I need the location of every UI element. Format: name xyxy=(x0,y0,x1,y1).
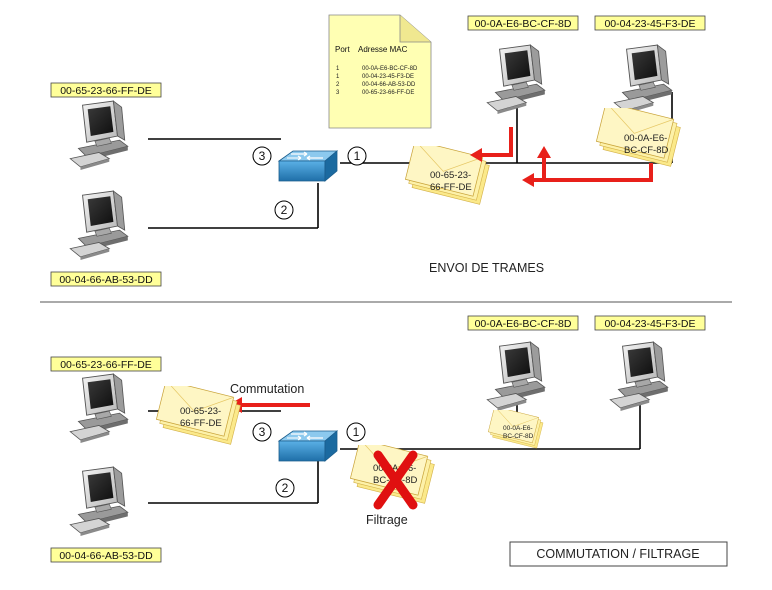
mac-table-header-mac: Adresse MAC xyxy=(358,45,408,54)
mac-table-row: 2 00-04-66-AB-53-DD xyxy=(336,82,416,88)
svg-text:00-65-23-: 00-65-23- xyxy=(180,406,221,417)
mac-table-row: 1 00-04-23-45-F3-DE xyxy=(336,74,414,80)
svg-text:00-0A-E6-BC-CF-8D: 00-0A-E6-BC-CF-8D xyxy=(475,18,572,30)
top-arrow-to-port1 xyxy=(478,127,513,157)
svg-text:3: 3 xyxy=(336,90,340,96)
svg-text:00-65-23-66-FF-DE: 00-65-23-66-FF-DE xyxy=(60,359,152,371)
top-mac-label-right-b: 00-04-23-45-F3-DE xyxy=(594,15,706,31)
top-port-3: 3 xyxy=(252,146,272,166)
bottom-host-left-top-computer-icon xyxy=(69,373,129,444)
svg-text:00-04-23-45-F3-DE: 00-04-23-45-F3-DE xyxy=(604,18,695,30)
filtrage-label: Filtrage xyxy=(366,513,408,527)
bottom-mac-label-left-top: 00-65-23-66-FF-DE xyxy=(50,356,162,372)
bottom-host-right-b-computer-icon xyxy=(609,341,669,412)
bottom-port-1: 1 xyxy=(346,422,366,442)
svg-text:2: 2 xyxy=(336,82,340,88)
svg-text:1: 1 xyxy=(336,66,340,72)
top-port-1-label: 1 xyxy=(354,149,361,163)
commutation-label: Commutation xyxy=(230,382,304,396)
top-host-left-bottom-computer-icon xyxy=(69,190,129,261)
bottom-section: 3 1 2 00-65-23-66-FF-DE 00-04-66-AB-53-D… xyxy=(50,315,728,567)
top-host-left-top-computer-icon xyxy=(69,100,129,171)
bottom-switch xyxy=(278,430,338,462)
top-frame-dest: 00-65-23- 66-FF-DE xyxy=(405,146,492,205)
top-arrow-head-left xyxy=(470,148,482,162)
top-mac-label-left-bottom: 00-04-66-AB-53-DD xyxy=(50,271,162,287)
svg-text:BC-CF-8D: BC-CF-8D xyxy=(503,433,534,440)
bottom-mac-label-left-bottom: 00-04-66-AB-53-DD xyxy=(50,547,162,563)
svg-text:00-04-66-AB-53-DD: 00-04-66-AB-53-DD xyxy=(59,550,153,562)
bottom-frame-commuted: 00-65-23- 66-FF-DE xyxy=(156,386,243,445)
bottom-mac-label-right-b: 00-04-23-45-F3-DE xyxy=(594,315,706,331)
bottom-host-right-a-computer-icon xyxy=(486,341,546,412)
top-port-1: 1 xyxy=(347,146,367,166)
top-port-2-label: 2 xyxy=(281,203,288,217)
svg-text:00-65-23-66-FF-DE: 00-65-23-66-FF-DE xyxy=(60,85,152,97)
bottom-mac-label-right-a: 00-0A-E6-BC-CF-8D xyxy=(467,315,579,331)
bottom-port-2: 2 xyxy=(275,478,295,498)
top-switch xyxy=(278,150,338,182)
svg-text:00-04-23-45-F3-DE: 00-04-23-45-F3-DE xyxy=(604,318,695,330)
top-arrow-head-up xyxy=(537,146,551,158)
filter-x-icon xyxy=(373,450,418,510)
top-port-2: 2 xyxy=(274,200,294,220)
svg-text:00-65-23-66-FF-DE: 00-65-23-66-FF-DE xyxy=(362,90,414,96)
top-host-right-b-computer-icon xyxy=(613,44,673,115)
top-host-right-a-computer-icon xyxy=(486,44,546,115)
svg-text:00-0A-E6-: 00-0A-E6- xyxy=(624,133,667,144)
svg-text:1: 1 xyxy=(336,74,340,80)
top-section: 3 1 2 00-65-23-66-FF-DE 00-04-66-AB-53-D… xyxy=(50,14,706,287)
top-arrow-from-host-b xyxy=(532,163,653,182)
svg-text:00-04-66-AB-53-DD: 00-04-66-AB-53-DD xyxy=(362,82,416,88)
bottom-host-left-bottom-computer-icon xyxy=(69,466,129,537)
svg-text:00-0A-E6-: 00-0A-E6- xyxy=(503,425,533,432)
mac-table-row: 3 00-65-23-66-FF-DE xyxy=(336,90,414,96)
bottom-port-2-label: 2 xyxy=(282,481,289,495)
bottom-caption-box: COMMUTATION / FILTRAGE xyxy=(509,541,728,567)
top-mac-label-left-top: 00-65-23-66-FF-DE xyxy=(50,82,162,98)
top-arrow-head-left-2 xyxy=(522,173,534,187)
svg-text:BC-CF-8D: BC-CF-8D xyxy=(624,145,668,156)
top-frame-src: 00-0A-E6- BC-CF-8D xyxy=(596,108,683,167)
bottom-port-3-label: 3 xyxy=(259,425,266,439)
mac-table-header-port: Port xyxy=(335,45,350,54)
mac-address-table: Port Adresse MAC 1 00-0A-E6-BC-CF-8D 1 0… xyxy=(328,14,432,129)
svg-text:00-0A-E6-BC-CF-8D: 00-0A-E6-BC-CF-8D xyxy=(362,66,418,72)
svg-text:COMMUTATION / FILTRAGE: COMMUTATION / FILTRAGE xyxy=(536,547,699,561)
top-caption: ENVOI DE TRAMES xyxy=(429,261,544,275)
svg-text:66-FF-DE: 66-FF-DE xyxy=(180,418,222,429)
top-mac-label-right-a: 00-0A-E6-BC-CF-8D xyxy=(467,15,579,31)
svg-text:00-0A-E6-: 00-0A-E6- xyxy=(373,463,416,474)
bottom-frame-small: 00-0A-E6- BC-CF-8D xyxy=(488,410,545,449)
bottom-port-1-label: 1 xyxy=(353,425,360,439)
svg-text:00-04-23-45-F3-DE: 00-04-23-45-F3-DE xyxy=(362,74,414,80)
svg-text:66-FF-DE: 66-FF-DE xyxy=(430,182,472,193)
svg-text:00-65-23-: 00-65-23- xyxy=(430,170,471,181)
bottom-port-3: 3 xyxy=(252,422,272,442)
svg-text:00-04-66-AB-53-DD: 00-04-66-AB-53-DD xyxy=(59,274,153,286)
svg-text:00-0A-E6-BC-CF-8D: 00-0A-E6-BC-CF-8D xyxy=(475,318,572,330)
top-port-3-label: 3 xyxy=(259,149,266,163)
mac-table-row: 1 00-0A-E6-BC-CF-8D xyxy=(336,66,418,72)
